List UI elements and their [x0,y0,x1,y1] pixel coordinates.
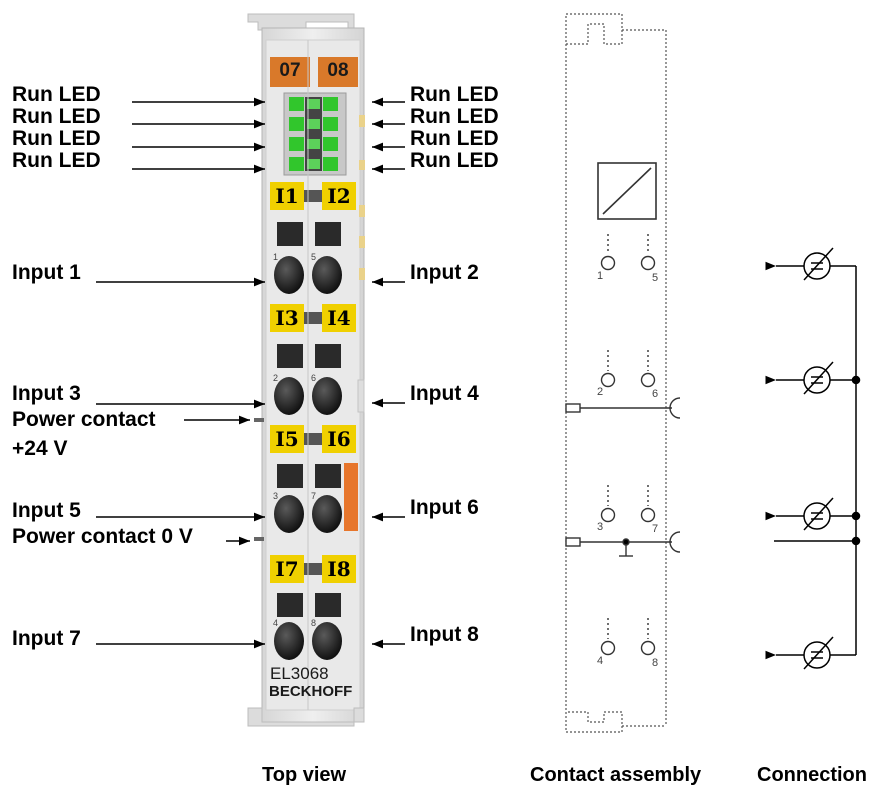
contact-number-2: 2 [597,386,604,398]
channel-tag-i5: I5 [275,427,299,451]
contact-number-7: 7 [652,523,659,535]
contact-number-1: 1 [597,270,604,282]
sensor-symbols [803,247,834,670]
power-contact-24-label: Power contact [12,408,156,431]
contact-number-8: 8 [652,657,659,669]
contact-number-6: 6 [652,388,659,400]
terminal-number-5: 5 [311,252,317,262]
input-3-label: Input 3 [12,382,81,405]
terminal-number-7: 7 [311,491,317,501]
contact-number-3: 3 [597,521,604,533]
input-2-label: Input 2 [410,261,479,284]
run-led-label-left-4: Run LED [12,149,101,172]
terminal-number-6: 6 [311,373,317,383]
terminal-module [247,13,365,727]
power-contact-24-value: +24 V [12,437,68,460]
run-led-group [289,97,338,171]
power-contact-led [344,463,358,531]
channel-tag-i7: I7 [275,557,299,581]
caption-connection: Connection [757,764,867,786]
left-label-arrows [96,97,265,649]
connection-diagram [765,247,861,670]
terminal-number-3: 3 [273,491,279,501]
model-label: EL3068 [270,664,329,683]
run-led-label-right-4: Run LED [410,149,499,172]
input-6-label: Input 6 [410,496,479,519]
terminal-plugs [274,256,342,660]
run-led-label-right-2: Run LED [410,105,499,128]
run-led-label-left-3: Run LED [12,127,101,150]
run-led-label-right-3: Run LED [410,127,499,150]
contact-number-4: 4 [597,655,604,667]
channel-number-07: 07 [279,60,301,81]
brand-label: BECKHOFF [269,683,353,700]
contact-number-5: 5 [652,272,659,284]
run-led-label-left-2: Run LED [12,105,101,128]
input-4-label: Input 4 [410,382,479,405]
channel-tag-i2: I2 [327,184,351,208]
channel-number-box-07 [270,57,310,87]
input-8-label: Input 8 [410,623,479,646]
channel-tag-i6: I6 [327,427,351,451]
power-contact-0-label: Power contact 0 V [12,525,193,548]
terminal-number-8: 8 [311,618,317,628]
caption-contact-assembly: Contact assembly [530,764,702,786]
channel-tag-i1: I1 [275,184,299,208]
input-5-label: Input 5 [12,499,81,522]
terminal-slots [277,222,358,617]
input-7-label: Input 7 [12,627,81,650]
input-1-label: Input 1 [12,261,81,284]
terminal-number-4: 4 [273,618,279,628]
channel-tag-i3: I3 [275,306,299,330]
run-led-label-right-1: Run LED [410,83,499,106]
channel-tag-i8: I8 [327,557,351,581]
right-label-arrows [372,97,405,649]
power-contact-rails [565,397,681,557]
channel-tag-i4: I4 [327,306,351,330]
caption-top-view: Top view [262,764,347,786]
terminal-number-2: 2 [273,373,279,383]
terminal-number-1: 1 [273,252,279,262]
contact-assembly [565,13,681,733]
channel-number-box-08 [318,57,358,87]
channel-number-08: 08 [327,60,349,81]
run-led-label-left-1: Run LED [12,83,101,106]
